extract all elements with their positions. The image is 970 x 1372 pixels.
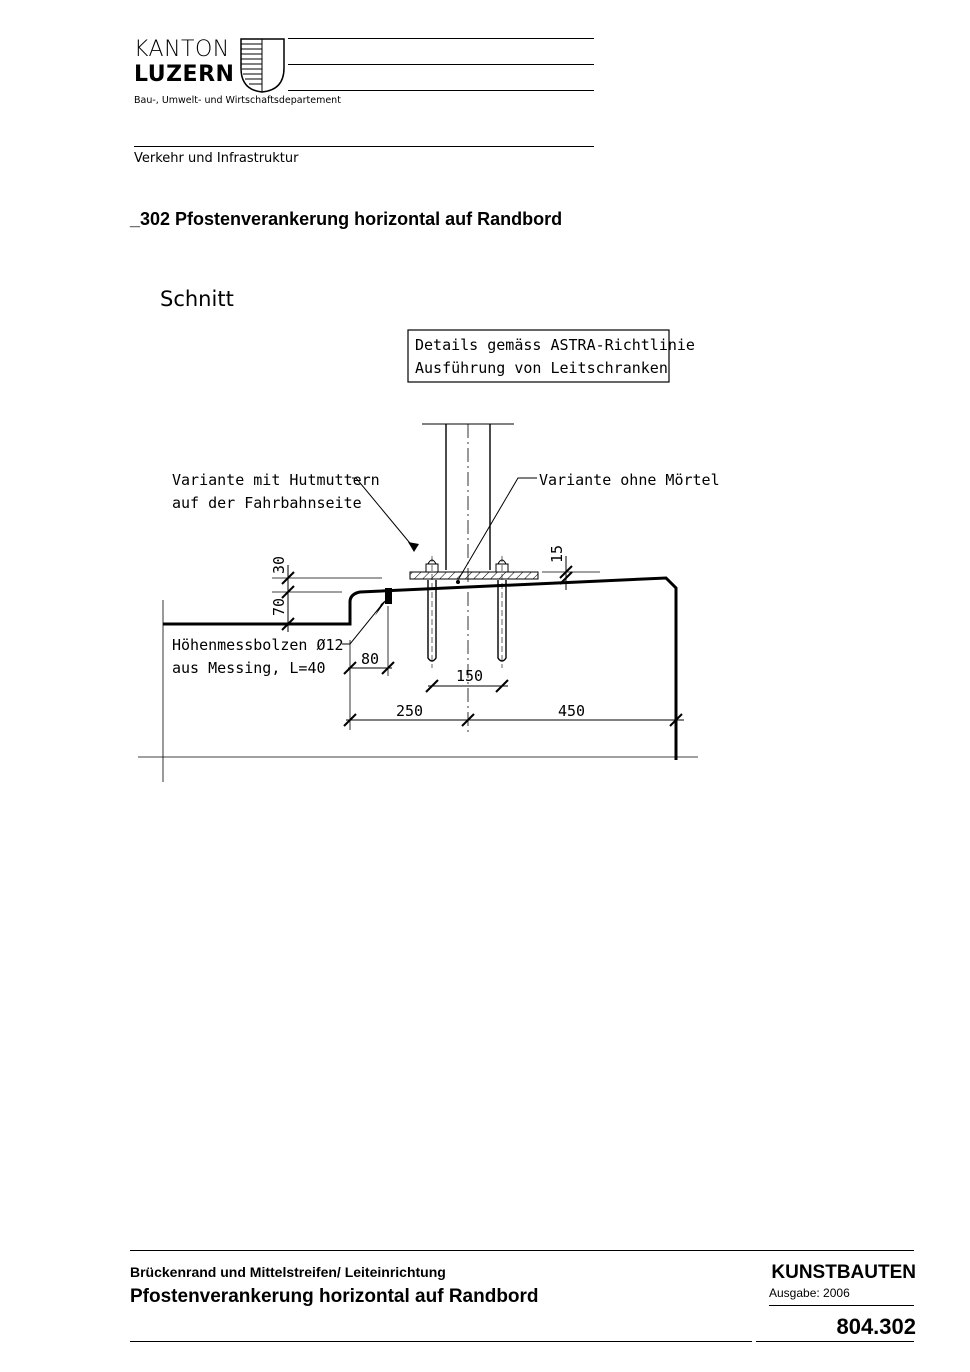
section-drawing: Schnitt Details gemäss ASTRA-Richtlinie … [138, 287, 720, 782]
note-line-1: Details gemäss ASTRA-Richtlinie [415, 336, 695, 354]
note-box [407, 329, 670, 383]
header-rule-3 [288, 90, 594, 91]
edge-profile [163, 576, 678, 760]
dimension-vertical-left [272, 565, 382, 632]
footer-bottom-rule-right [756, 1341, 914, 1342]
label-hutmuttern-2: auf der Fahrbahnseite [172, 494, 362, 512]
dimension-15 [542, 556, 600, 590]
org-name-line1: KANTON [134, 37, 230, 62]
dim-80: 80 [361, 650, 379, 668]
measuring-bolt [385, 588, 392, 604]
footer-edition: Ausgabe: 2006 [769, 1286, 850, 1300]
coat-of-arms-icon [240, 38, 285, 93]
section-label: Schnitt [160, 287, 234, 311]
footer-title: Pfostenverankerung horizontal auf Randbo… [130, 1286, 539, 1307]
dim-30: 30 [270, 556, 288, 574]
footer-edition-rule [769, 1305, 914, 1306]
footer-subtitle: Brückenrand und Mittelstreifen/ Leiteinr… [130, 1264, 446, 1280]
footer-category: KUNSTBAUTEN [771, 1262, 916, 1283]
dim-250: 250 [396, 702, 423, 720]
base-plate [409, 571, 539, 580]
header-rule-1 [288, 38, 594, 39]
department-name: Bau-, Umwelt- und Wirtschaftsdepartement [134, 95, 341, 106]
footer-bottom-rule-left [130, 1341, 752, 1342]
dim-15: 15 [548, 545, 566, 563]
footer-top-rule [130, 1250, 914, 1251]
label-ohne-moertel: Variante ohne Mörtel [539, 471, 720, 489]
note-line-2: Ausführung von Leitschranken [415, 359, 668, 377]
label-hutmuttern-1: Variante mit Hutmuttern [172, 471, 380, 489]
label-bolzen-1: Höhenmessbolzen Ø12 [172, 636, 344, 654]
page-title: _302 Pfostenverankerung horizontal auf R… [130, 209, 563, 229]
dimension-150 [425, 679, 509, 693]
dim-70: 70 [270, 598, 288, 616]
dimension-80 [343, 606, 395, 730]
document-number: 804.302 [836, 1314, 916, 1339]
label-bolzen-2: aus Messing, L=40 [172, 659, 326, 677]
header-rule-2 [288, 64, 594, 65]
header-divider [134, 146, 594, 147]
dim-150: 150 [456, 667, 483, 685]
dim-450: 450 [558, 702, 585, 720]
division-name: Verkehr und Infrastruktur [134, 151, 299, 166]
org-name-line2: LUZERN [134, 62, 235, 87]
dimension-250-450 [343, 713, 684, 727]
anchor-bolts [427, 556, 507, 668]
